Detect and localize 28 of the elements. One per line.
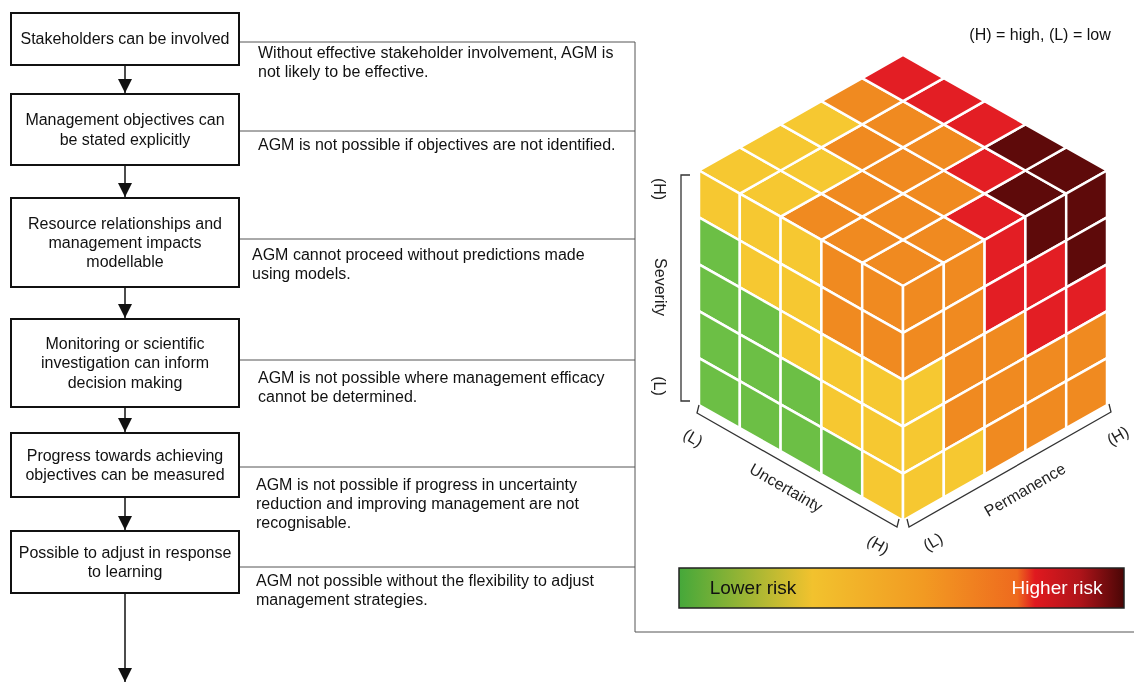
arrow bbox=[118, 593, 132, 683]
description-text: AGM is not possible where management efficacy cannot be determined. bbox=[258, 368, 606, 407]
axis-end-label: (L) bbox=[650, 376, 668, 396]
scale-label: Lower risk bbox=[709, 577, 797, 599]
process-box: Management objectives can be stated explicitly bbox=[10, 93, 240, 166]
description-text: AGM not possible without the flexibility to adjust management strategies. bbox=[256, 571, 595, 610]
description-text: AGM is not possible if objectives are not identified. bbox=[258, 135, 617, 155]
process-box: Stakeholders can be involved bbox=[10, 12, 240, 66]
axis-end-label: (H) bbox=[1104, 422, 1132, 450]
process-box: Progress towards achieving objectives can be measured bbox=[10, 432, 240, 498]
axis-end-label: (L) bbox=[920, 529, 946, 555]
description-text: Without effective stakeholder involvement, AGM is not likely to be effective. bbox=[258, 43, 615, 82]
process-box: Monitoring or scientific investigation can inform decision making bbox=[10, 318, 240, 408]
arrow bbox=[118, 407, 132, 433]
description-text: AGM is not possible if progress in uncertainty reduction and improving management are not recognisable. bbox=[256, 475, 580, 533]
axis-end-label: (H) bbox=[864, 531, 892, 559]
process-box: Resource relationships and management impacts modellable bbox=[10, 197, 240, 288]
process-box: Possible to adjust in response to learning bbox=[10, 530, 240, 594]
axis-end-label: (L) bbox=[680, 425, 706, 451]
scale-label: Higher risk bbox=[1011, 577, 1103, 599]
legend-note: (H) = high, (L) = low bbox=[969, 26, 1111, 44]
axis-end-label: (H) bbox=[650, 177, 668, 201]
axis-label: Severity bbox=[651, 258, 669, 316]
arrow bbox=[118, 165, 132, 198]
description-text: AGM cannot proceed without predictions made using models. bbox=[252, 245, 586, 284]
arrow bbox=[118, 497, 132, 531]
arrow bbox=[118, 65, 132, 94]
arrow bbox=[118, 287, 132, 319]
